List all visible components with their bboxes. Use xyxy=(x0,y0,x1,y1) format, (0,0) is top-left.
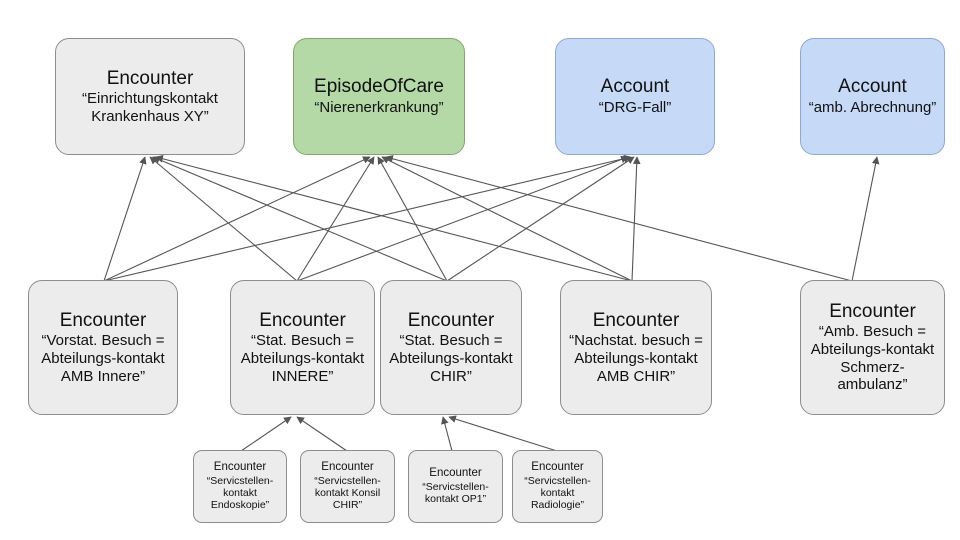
edge-amb-besuch-to-episodeofcare xyxy=(385,155,853,282)
node-endoskopie[interactable]: Encounter“Servicstellen-kontakt Endoskop… xyxy=(193,450,287,523)
edge-nachstat-to-einrichtungskontakt xyxy=(155,155,633,282)
node-title: Account xyxy=(600,76,670,98)
edge-nachstat-to-episodeofcare xyxy=(381,156,633,282)
node-title: Encounter xyxy=(429,467,482,480)
node-radiologie[interactable]: Encounter“Servicstellen-kontakt Radiolog… xyxy=(512,450,603,523)
node-subtitle: “Stat. Besuch = Abteilungs-kontakt CHIR” xyxy=(389,332,513,385)
edges xyxy=(103,154,880,452)
edge-amb-besuch-to-amb-abrechnung xyxy=(851,156,880,282)
node-title: EpisodeOfCare xyxy=(314,76,444,98)
node-einrichtungskontakt[interactable]: Encounter“Einrichtungskontakt Krankenhau… xyxy=(55,38,245,155)
node-title: Encounter xyxy=(407,309,495,331)
node-op1[interactable]: Encounter“Servicstellen-kontakt OP1” xyxy=(408,450,503,523)
edge-stat-innere-to-einrichtungskontakt xyxy=(149,156,298,282)
node-konsil-chir[interactable]: Encounter“Servicstellen-kontakt Konsil C… xyxy=(300,450,395,523)
node-stat-chir[interactable]: Encounter“Stat. Besuch = Abteilungs-kont… xyxy=(380,280,522,415)
node-subtitle: “Vorstat. Besuch = Abteilungs-kontakt AM… xyxy=(41,332,165,385)
node-nachstat[interactable]: Encounter“Nachstat. besuch = Abteilungs-… xyxy=(560,280,712,415)
edge-vorstat-to-drg-fall xyxy=(103,154,632,282)
node-title: Encounter xyxy=(829,300,916,322)
node-subtitle: “Nachstat. besuch = Abteilungs-kontakt A… xyxy=(569,332,703,385)
edge-op1-to-stat-chir xyxy=(441,416,453,452)
node-episodeofcare[interactable]: EpisodeOfCare“Nierenerkrankung” xyxy=(293,38,465,155)
node-title: Encounter xyxy=(213,461,267,474)
node-subtitle: “Einrichtungskontakt Krankenhaus XY” xyxy=(82,90,218,125)
node-subtitle: “Stat. Besuch = Abteilungs-kontakt INNER… xyxy=(240,332,365,385)
node-title: Encounter xyxy=(592,309,680,331)
node-title: Account xyxy=(838,76,907,98)
node-stat-innere[interactable]: Encounter“Stat. Besuch = Abteilungs-kont… xyxy=(230,280,375,415)
node-subtitle: “Servicstellen-kontakt OP1” xyxy=(422,480,489,506)
edge-stat-chir-to-drg-fall xyxy=(446,156,635,282)
node-drg-fall[interactable]: Account“DRG-Fall” xyxy=(555,38,715,155)
node-title: Encounter xyxy=(531,461,584,474)
node-title: Encounter xyxy=(321,461,374,474)
edge-stat-chir-to-einrichtungskontakt xyxy=(152,156,448,282)
edge-vorstat-to-einrichtungskontakt xyxy=(103,156,147,282)
node-subtitle: “Servicstellen-kontakt Radiologie” xyxy=(524,474,591,512)
edge-stat-chir-to-episodeofcare xyxy=(377,156,448,282)
node-title: Encounter xyxy=(259,309,346,331)
edge-stat-innere-to-drg-fall xyxy=(296,155,629,282)
edge-radiologie-to-stat-chir xyxy=(448,415,558,452)
edge-nachstat-to-drg-fall xyxy=(631,156,641,282)
node-subtitle: “Amb. Besuch = Abteilungs-kontakt Schmer… xyxy=(810,323,935,394)
node-subtitle: “Nierenerkrankung” xyxy=(314,98,444,116)
node-amb-abrechnung[interactable]: Account“amb. Abrechnung” xyxy=(800,38,945,155)
node-subtitle: “amb. Abrechnung” xyxy=(808,98,937,116)
node-subtitle: “Servicstellen-kontakt Endoskopie” xyxy=(206,474,274,512)
node-subtitle: “Servicstellen-kontakt Konsil CHIR” xyxy=(314,474,381,512)
edge-vorstat-to-episodeofcare xyxy=(103,156,371,282)
node-title: Encounter xyxy=(106,67,194,89)
node-vorstat[interactable]: Encounter“Vorstat. Besuch = Abteilungs-k… xyxy=(28,280,178,415)
edge-endoskopie-to-stat-innere xyxy=(240,416,292,452)
node-subtitle: “DRG-Fall” xyxy=(598,98,672,116)
node-amb-besuch[interactable]: Encounter“Amb. Besuch = Abteilungs-konta… xyxy=(800,280,945,415)
node-title: Encounter xyxy=(59,309,147,331)
edge-konsil-chir-to-stat-innere xyxy=(296,416,348,452)
edge-stat-innere-to-episodeofcare xyxy=(296,156,375,282)
